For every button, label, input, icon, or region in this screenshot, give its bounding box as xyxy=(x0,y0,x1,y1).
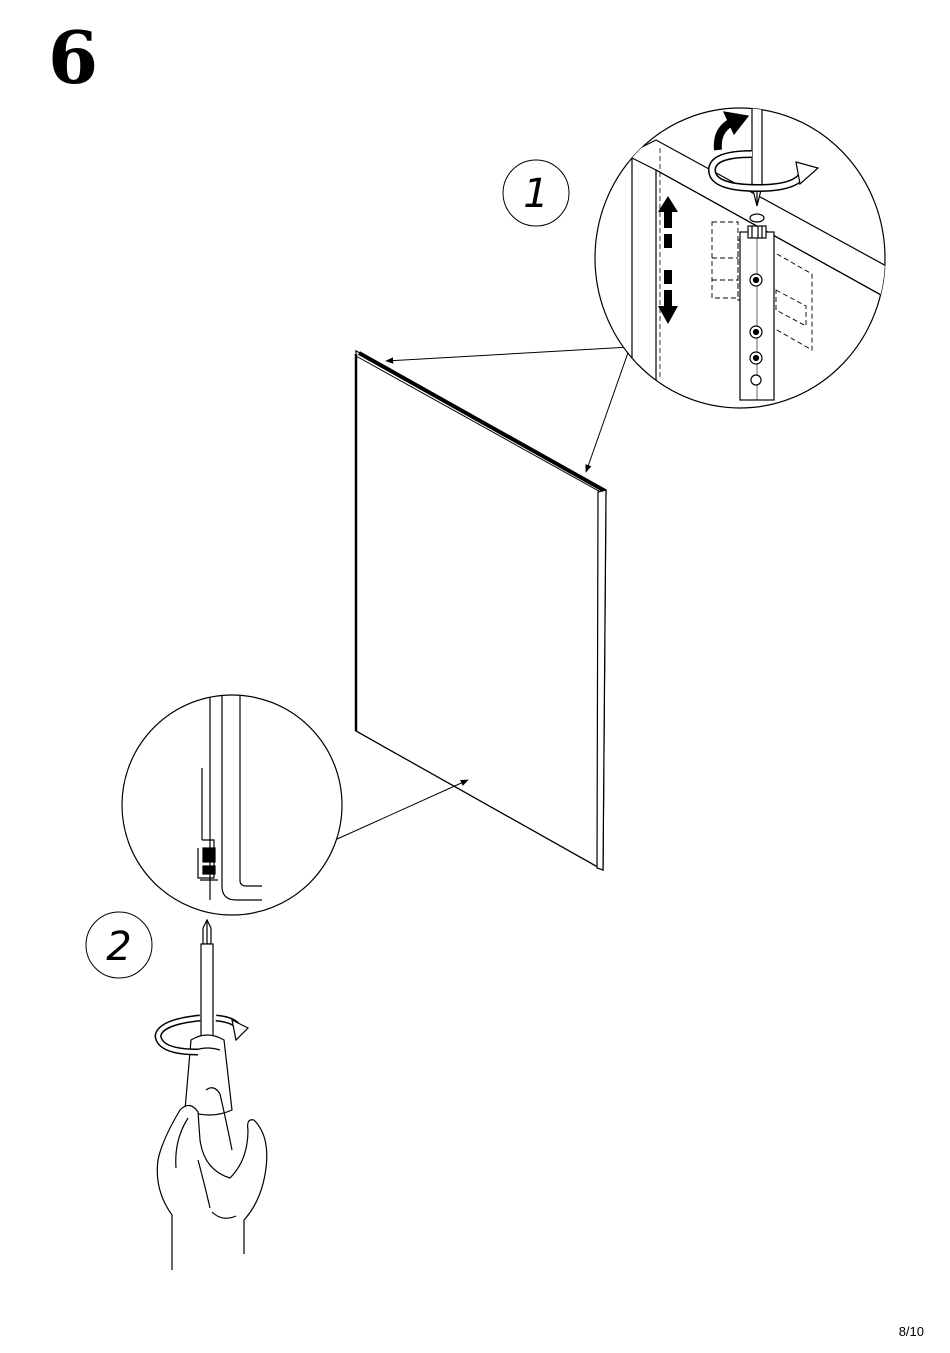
substep-1-badge: 1 xyxy=(503,160,569,226)
substep-2-label: 2 xyxy=(106,924,131,970)
substep-2-badge: 2 xyxy=(86,912,152,978)
page-number: 8/10 xyxy=(899,1324,924,1339)
hinge-adjust-detail-icon xyxy=(595,40,890,420)
door-panel-icon xyxy=(356,351,606,870)
screwdriver-in-hand-icon xyxy=(157,920,267,1270)
substep-1-label: 1 xyxy=(523,171,548,217)
bottom-screw-detail-icon xyxy=(122,690,342,915)
